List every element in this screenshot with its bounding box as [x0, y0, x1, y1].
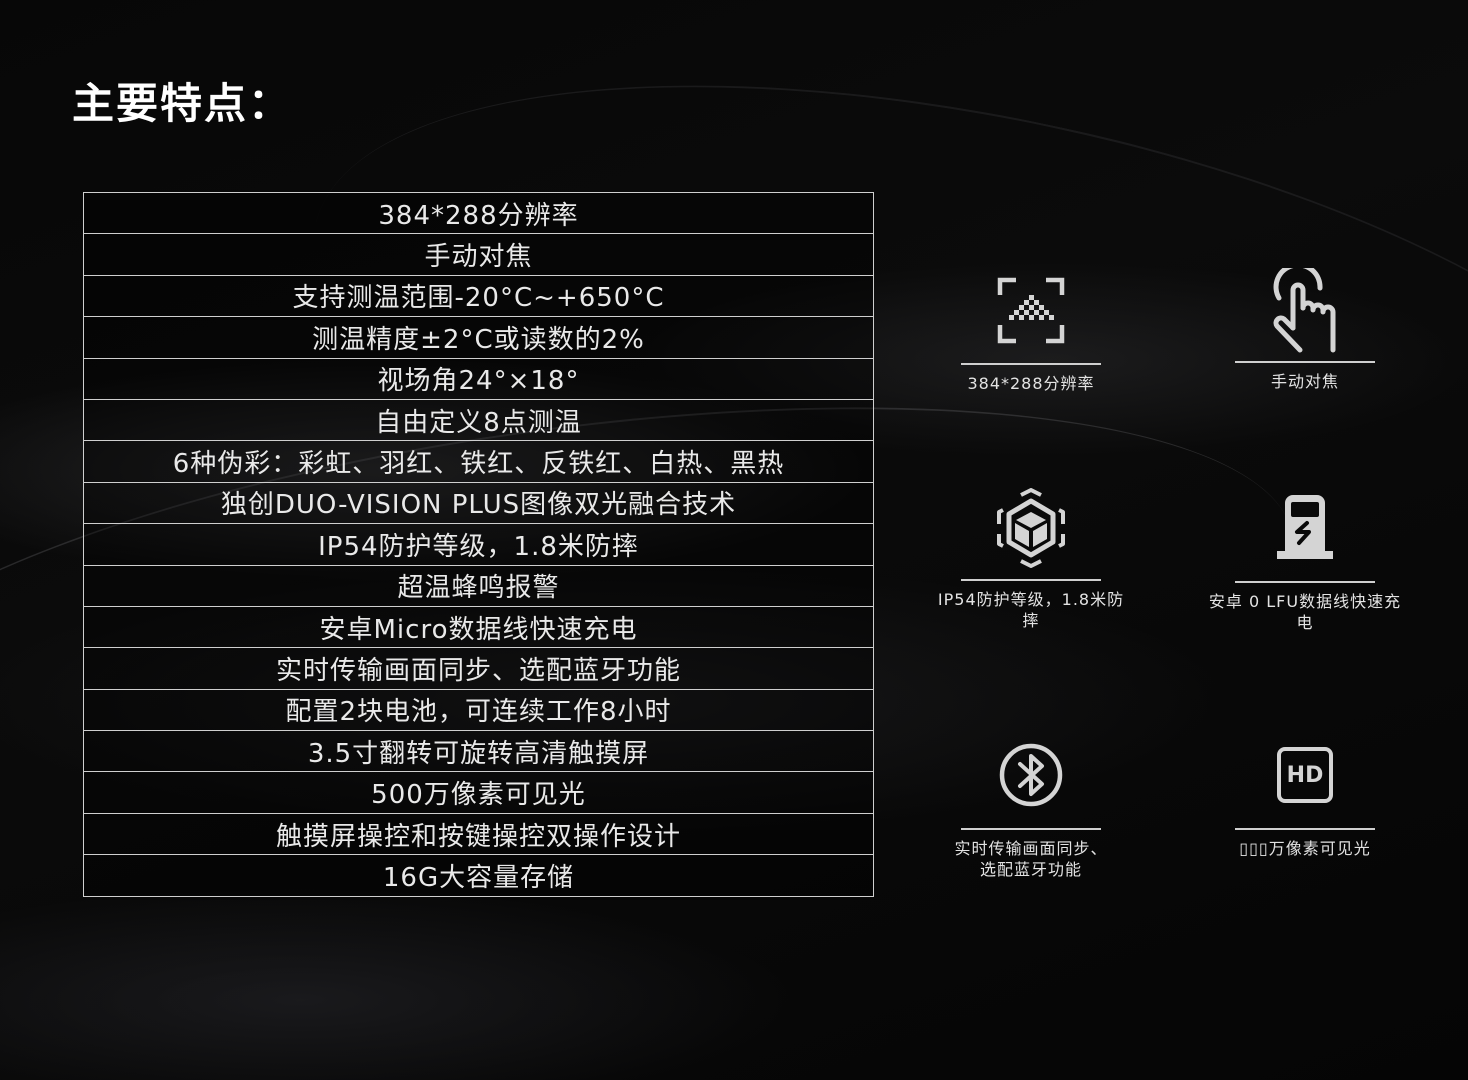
label-line-1: 实时传输画面同步、 — [954, 838, 1108, 858]
label-line-2: 选配蓝牙功能 — [979, 859, 1082, 879]
feature-cell: 触摸屏操控和按键操控双操作设计 — [83, 812, 874, 856]
table-row: 测温精度±2°C或读数的2% — [83, 316, 874, 359]
divider — [1235, 828, 1375, 830]
divider — [961, 579, 1101, 581]
feature-cell: 支持测温范围-20°C~+650°C — [83, 274, 874, 318]
resolution-scan-icon — [931, 265, 1131, 355]
table-row: IP54防护等级，1.8米防摔 — [83, 523, 874, 566]
bluetooth-icon — [931, 730, 1131, 820]
feature-cell: 配置2块电池，可连续工作8小时 — [83, 688, 874, 732]
icon-feature-resolution: 384*288分辨率 — [931, 265, 1131, 394]
table-row: 视场角24°×18° — [83, 357, 874, 400]
table-row: 触摸屏操控和按键操控双操作设计 — [83, 812, 874, 856]
icon-feature-hd: HD ▯▯▯万像素可见光 — [1205, 730, 1405, 859]
feature-cell: 超温蜂鸣报警 — [83, 564, 874, 607]
icon-feature-label: IP54防护等级，1.8米防摔 — [937, 589, 1125, 630]
page-title: 主要特点： — [72, 79, 293, 128]
divider — [1235, 581, 1375, 583]
feature-cell: IP54防护等级，1.8米防摔 — [83, 523, 874, 566]
divider — [1235, 361, 1375, 363]
icon-feature-charging: 安卓 0 LFU数据线快速充电 — [1205, 483, 1405, 633]
table-row: 独创DUO-VISION PLUS图像双光融合技术 — [83, 481, 874, 525]
icon-feature-label: 手动对焦 — [1270, 371, 1339, 391]
feature-cell: 测温精度±2°C或读数的2% — [83, 316, 874, 359]
table-row: 6种伪彩：彩虹、羽红、铁红、反铁红、白热、黑热 — [83, 440, 874, 483]
feature-cell: 6种伪彩：彩虹、羽红、铁红、反铁红、白热、黑热 — [83, 440, 874, 483]
icon-feature-label: ▯▯▯万像素可见光 — [1239, 838, 1371, 858]
features-table: 384*288分辨率 手动对焦 支持测温范围-20°C~+650°C 测温精度±… — [83, 191, 874, 897]
divider — [961, 363, 1101, 365]
protection-cube-icon — [931, 483, 1131, 573]
feature-cell: 手动对焦 — [83, 233, 874, 276]
hd-text: HD — [1286, 762, 1324, 788]
feature-cell: 384*288分辨率 — [83, 191, 874, 235]
table-row: 配置2块电池，可连续工作8小时 — [83, 688, 874, 732]
feature-cell: 自由定义8点测温 — [83, 398, 874, 442]
feature-cell: 16G大容量存储 — [83, 854, 874, 897]
table-row: 安卓Micro数据线快速充电 — [83, 605, 874, 649]
icon-feature-bluetooth: 实时传输画面同步、 选配蓝牙功能 — [931, 730, 1131, 880]
feature-cell: 视场角24°×18° — [83, 357, 874, 400]
table-row: 实时传输画面同步、选配蓝牙功能 — [83, 647, 874, 690]
divider — [961, 828, 1101, 830]
icon-feature-label: 384*288分辨率 — [967, 373, 1095, 393]
table-row: 500万像素可见光 — [83, 771, 874, 814]
table-row: 16G大容量存储 — [83, 854, 874, 897]
table-row: 自由定义8点测温 — [83, 398, 874, 442]
table-row: 超温蜂鸣报警 — [83, 564, 874, 607]
table-row: 384*288分辨率 — [83, 191, 874, 235]
feature-cell: 安卓Micro数据线快速充电 — [83, 605, 874, 649]
table-row: 手动对焦 — [83, 233, 874, 276]
charging-station-icon — [1205, 483, 1405, 573]
table-row: 支持测温范围-20°C~+650°C — [83, 274, 874, 318]
feature-cell: 500万像素可见光 — [83, 771, 874, 814]
icon-feature-protection: IP54防护等级，1.8米防摔 — [931, 483, 1131, 631]
touch-finger-icon — [1205, 265, 1405, 355]
feature-cell: 3.5寸翻转可旋转高清触摸屏 — [83, 730, 874, 773]
icon-feature-label: 实时传输画面同步、 选配蓝牙功能 — [931, 838, 1131, 880]
table-row: 3.5寸翻转可旋转高清触摸屏 — [83, 730, 874, 773]
icon-feature-manual-focus: 手动对焦 — [1205, 265, 1405, 392]
feature-cell: 实时传输画面同步、选配蓝牙功能 — [83, 647, 874, 690]
feature-cell: 独创DUO-VISION PLUS图像双光融合技术 — [83, 481, 874, 525]
hd-icon: HD — [1205, 730, 1405, 820]
icon-feature-label: 安卓 0 LFU数据线快速充电 — [1208, 591, 1402, 632]
